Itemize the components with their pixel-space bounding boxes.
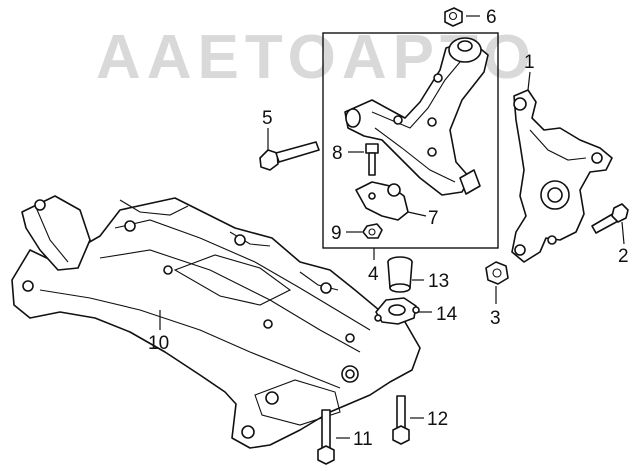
bolt-5-drawing xyxy=(259,141,320,171)
callout-13: 13 xyxy=(428,271,449,292)
callout-5: 5 xyxy=(262,108,273,129)
callout-7: 7 xyxy=(428,208,439,229)
callout-3: 3 xyxy=(490,308,501,329)
callout-1: 1 xyxy=(524,52,535,73)
nut-6-drawing xyxy=(444,7,463,27)
callout-6: 6 xyxy=(486,7,497,28)
control-arm-group-box xyxy=(322,32,499,249)
control-arm-drawing xyxy=(344,37,489,196)
ball-joint-nut-drawing xyxy=(362,223,383,239)
callout-10: 10 xyxy=(148,333,169,354)
bolt-2-drawing xyxy=(591,203,629,234)
callout-11: 11 xyxy=(353,429,373,450)
ball-joint-drawing xyxy=(355,181,409,221)
callout-4: 4 xyxy=(368,264,379,285)
bolt-11-drawing xyxy=(317,409,335,465)
callout-12: 12 xyxy=(427,409,448,430)
leader-lines xyxy=(159,15,625,439)
callout-2: 2 xyxy=(618,246,629,267)
subframe-drawing xyxy=(11,195,421,449)
steering-knuckle-drawing xyxy=(511,89,613,263)
callout-14: 14 xyxy=(436,304,458,325)
nut-3-drawing xyxy=(485,261,509,285)
bolt-12-drawing xyxy=(392,395,410,445)
ball-joint-bolt-drawing xyxy=(365,143,379,176)
callout-8: 8 xyxy=(332,143,343,164)
callout-9: 9 xyxy=(331,223,342,244)
bushing-sleeve-drawing xyxy=(387,256,413,293)
bushing-bracket-drawing xyxy=(374,297,420,325)
